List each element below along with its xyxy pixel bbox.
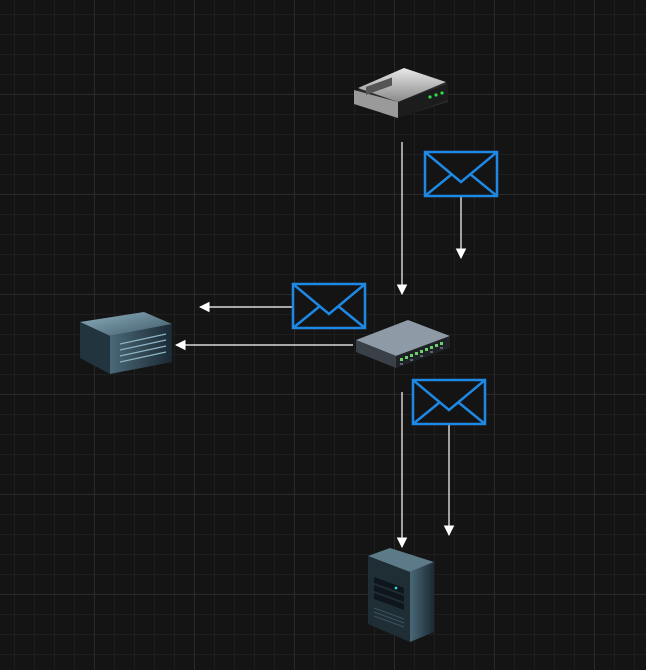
rack-server-icon[interactable]: [80, 312, 172, 374]
envelope-icon[interactable]: [423, 150, 499, 198]
connection-modem-switch: [396, 142, 467, 296]
network-switch-icon[interactable]: [356, 320, 450, 368]
connection-switch-tower: [396, 392, 455, 549]
modem-icon[interactable]: [354, 68, 448, 118]
connection-switch-storage: [174, 301, 353, 351]
envelope-icon[interactable]: [291, 282, 367, 330]
envelope-icon[interactable]: [411, 378, 487, 426]
tower-server-icon[interactable]: [368, 548, 434, 642]
